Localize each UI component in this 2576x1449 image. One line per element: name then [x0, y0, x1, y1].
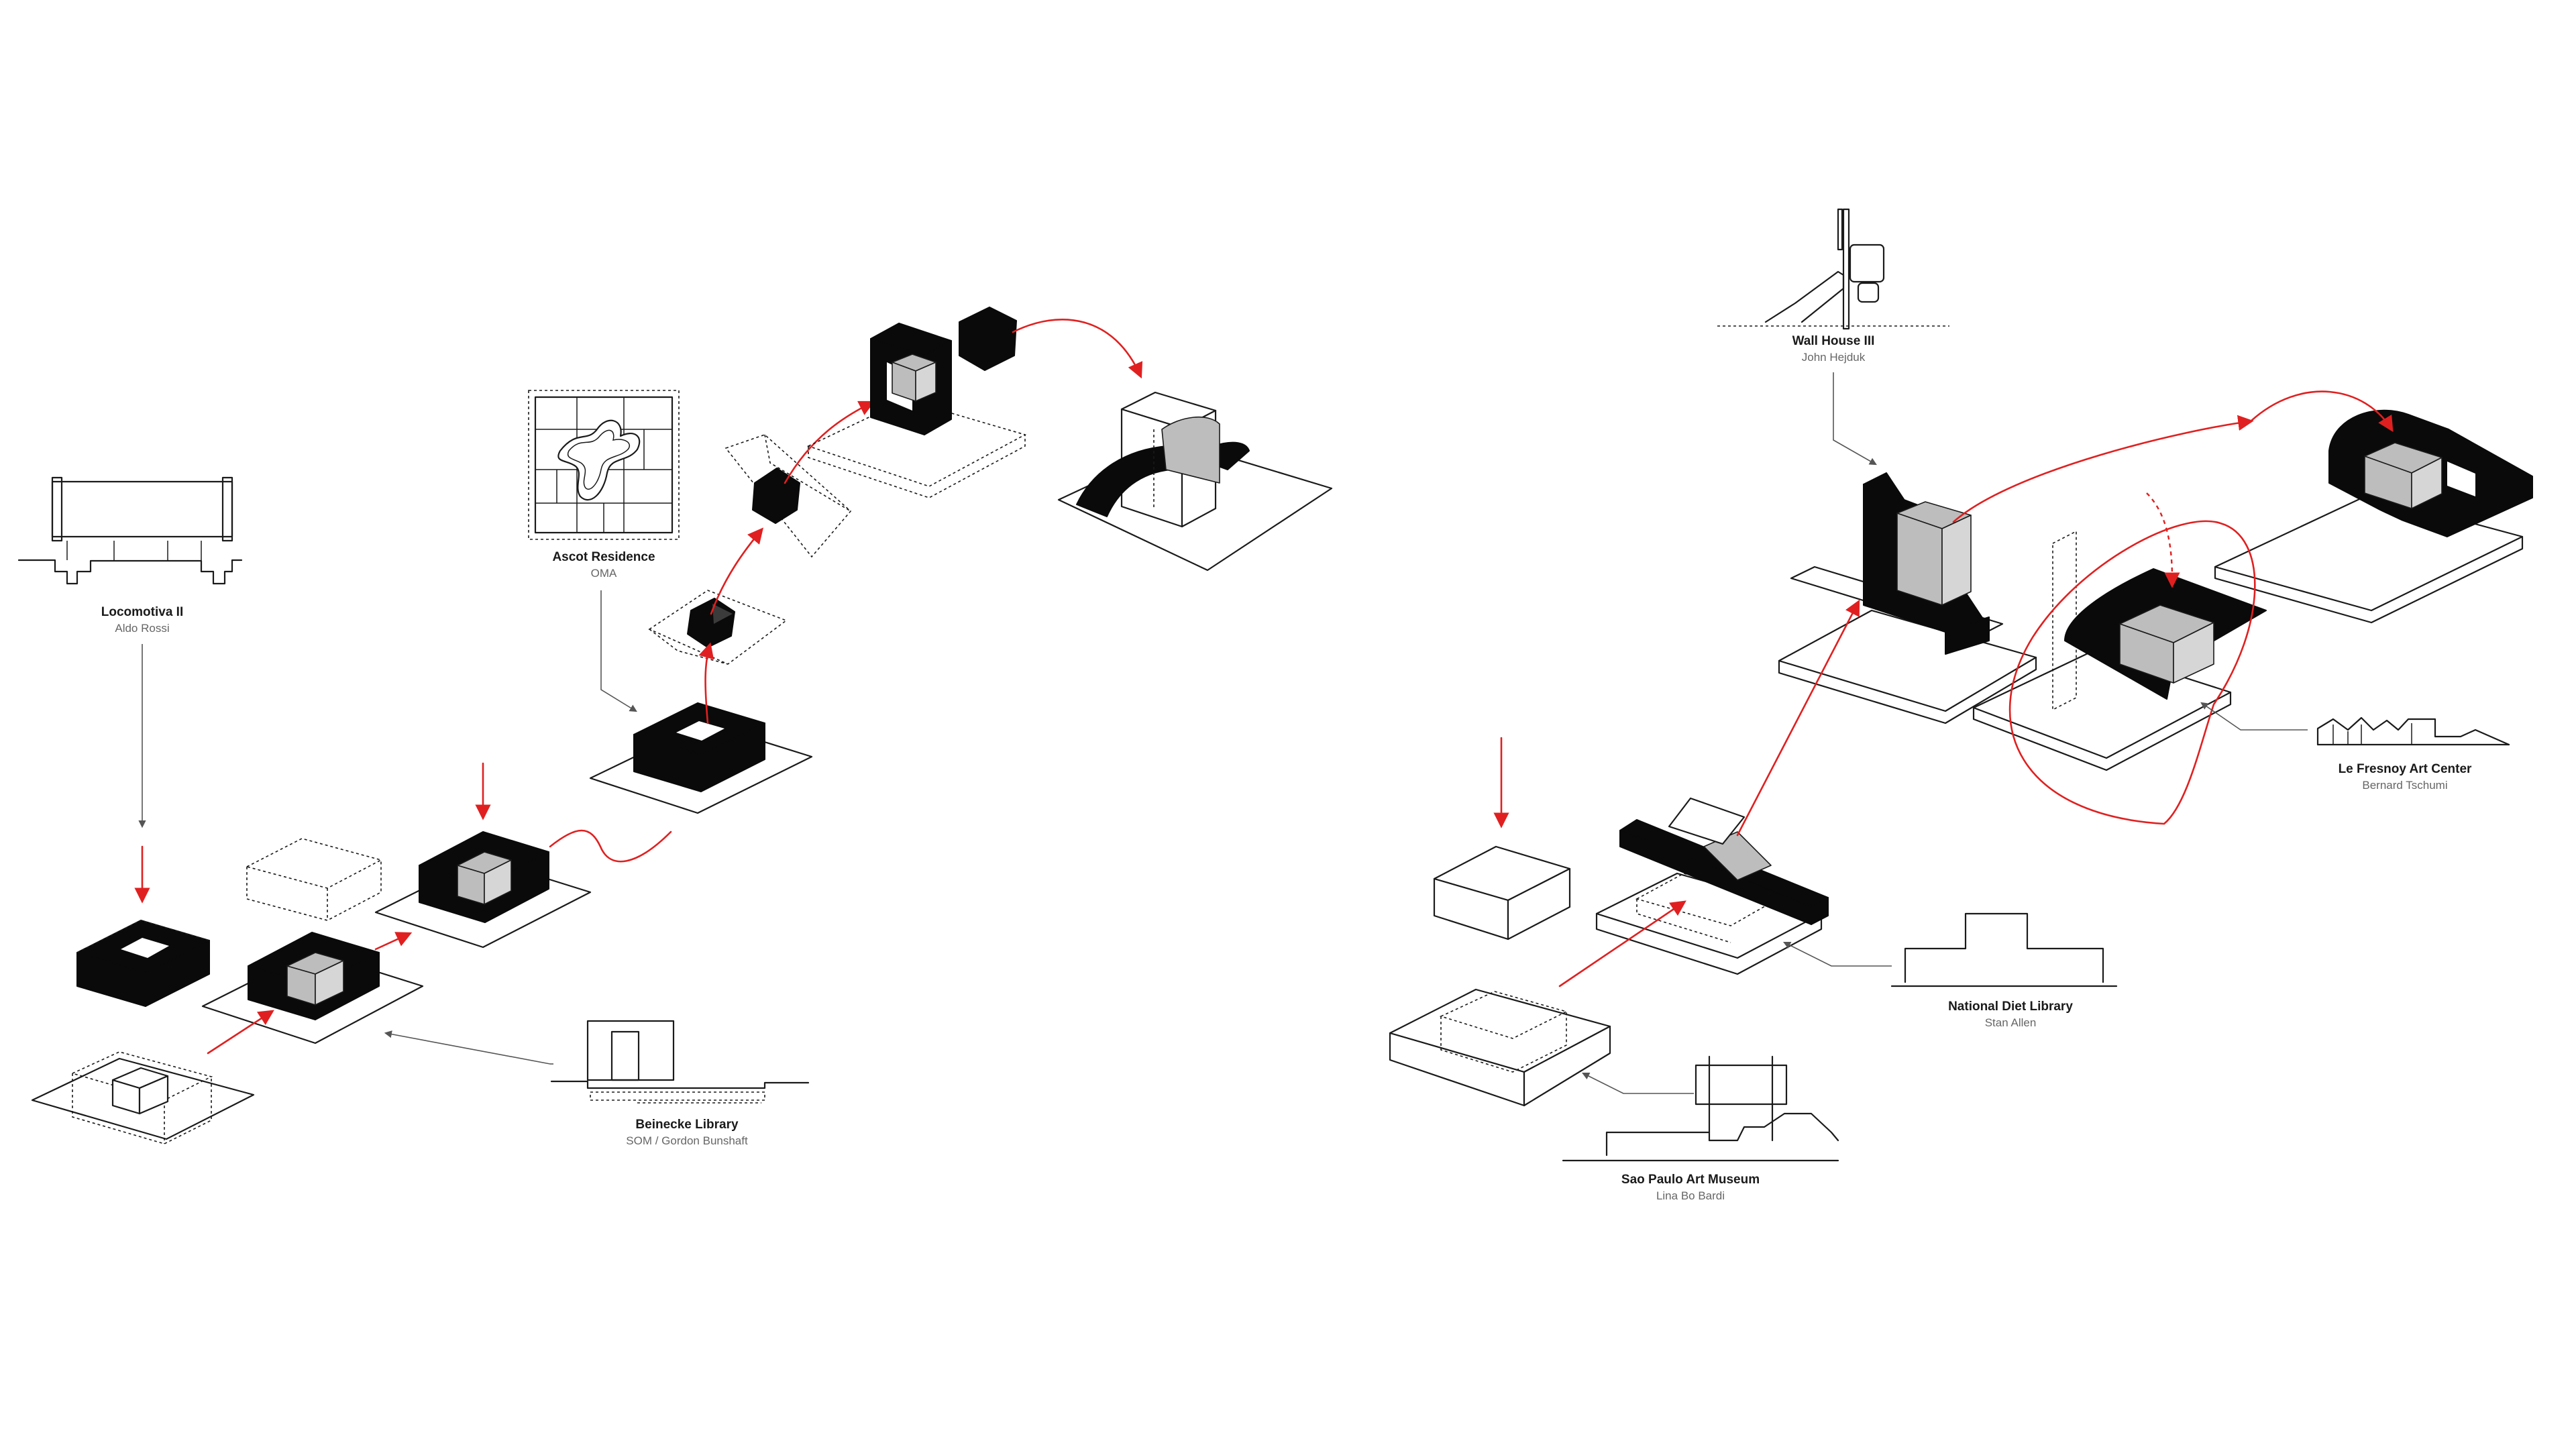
ascot-sketch [535, 397, 672, 533]
right-diet-object [1597, 798, 1828, 974]
right-arrow-1 [1953, 421, 2251, 522]
lefresnoy-sketch [2318, 718, 2509, 745]
left-arrow-7 [1013, 319, 1140, 376]
nationaldiet-sketch [1892, 914, 2116, 986]
right-arrow-4 [1737, 602, 1858, 835]
lefresnoy-reference: Le Fresnoy Art Center Bernard Tschumi [2202, 703, 2509, 792]
left-arrow-2 [376, 934, 409, 949]
left-rotating-cubes [649, 435, 851, 664]
wallhouse-reference: Wall House III John Hejduk [1717, 209, 1949, 464]
locomotiva-reference: Locomotiva II Aldo Rossi [19, 478, 241, 826]
saopaulo-sketch [1563, 1057, 1838, 1161]
ascot-author: OMA [591, 567, 617, 580]
nationaldiet-reference: National Diet Library Stan Allen [1784, 914, 2116, 1029]
beinecke-reference: Beinecke Library SOM / Gordon Bunshaft [386, 1021, 808, 1147]
locomotiva-author: Aldo Rossi [115, 622, 169, 635]
beinecke-sketch [551, 1021, 808, 1103]
locomotiva-title: Locomotiva II [101, 605, 183, 619]
left-block-1 [77, 847, 209, 1006]
right-wall-object [1779, 473, 2036, 723]
left-final-object [1059, 392, 1332, 570]
left-arrow-3 [550, 830, 671, 861]
right-top-object [2215, 411, 2532, 623]
nationaldiet-title: National Diet Library [1948, 1000, 2073, 1014]
left-step-2 [203, 839, 423, 1043]
saopaulo-reference: Sao Paulo Art Museum Lina Bo Bardi [1563, 1057, 1838, 1202]
nationaldiet-author: Stan Allen [1985, 1016, 2037, 1029]
left-step-1 [32, 1052, 254, 1144]
right-arrow-3 [1560, 902, 1684, 986]
beinecke-author: SOM / Gordon Bunshaft [626, 1134, 748, 1147]
ascot-reference: Ascot Residence OMA [529, 390, 679, 711]
wallhouse-title: Wall House III [1792, 334, 1875, 348]
lefresnoy-author: Bernard Tschumi [2362, 779, 2447, 792]
left-step-3 [376, 763, 590, 947]
left-step-4 [590, 703, 812, 813]
lefresnoy-title: Le Fresnoy Art Center [2339, 762, 2472, 776]
saopaulo-title: Sao Paulo Art Museum [1621, 1173, 1760, 1187]
ascot-title: Ascot Residence [552, 550, 655, 564]
right-fresnoy-object [1974, 531, 2266, 770]
wallhouse-author: John Hejduk [1802, 351, 1866, 364]
left-arrow-6 [785, 402, 872, 483]
locomotiva-sketch [19, 478, 241, 584]
right-saopaulo-object [1390, 738, 1610, 1106]
wallhouse-sketch [1717, 209, 1949, 329]
beinecke-title: Beinecke Library [635, 1118, 739, 1132]
left-frame-block [808, 307, 1025, 498]
saopaulo-author: Lina Bo Bardi [1656, 1189, 1725, 1202]
